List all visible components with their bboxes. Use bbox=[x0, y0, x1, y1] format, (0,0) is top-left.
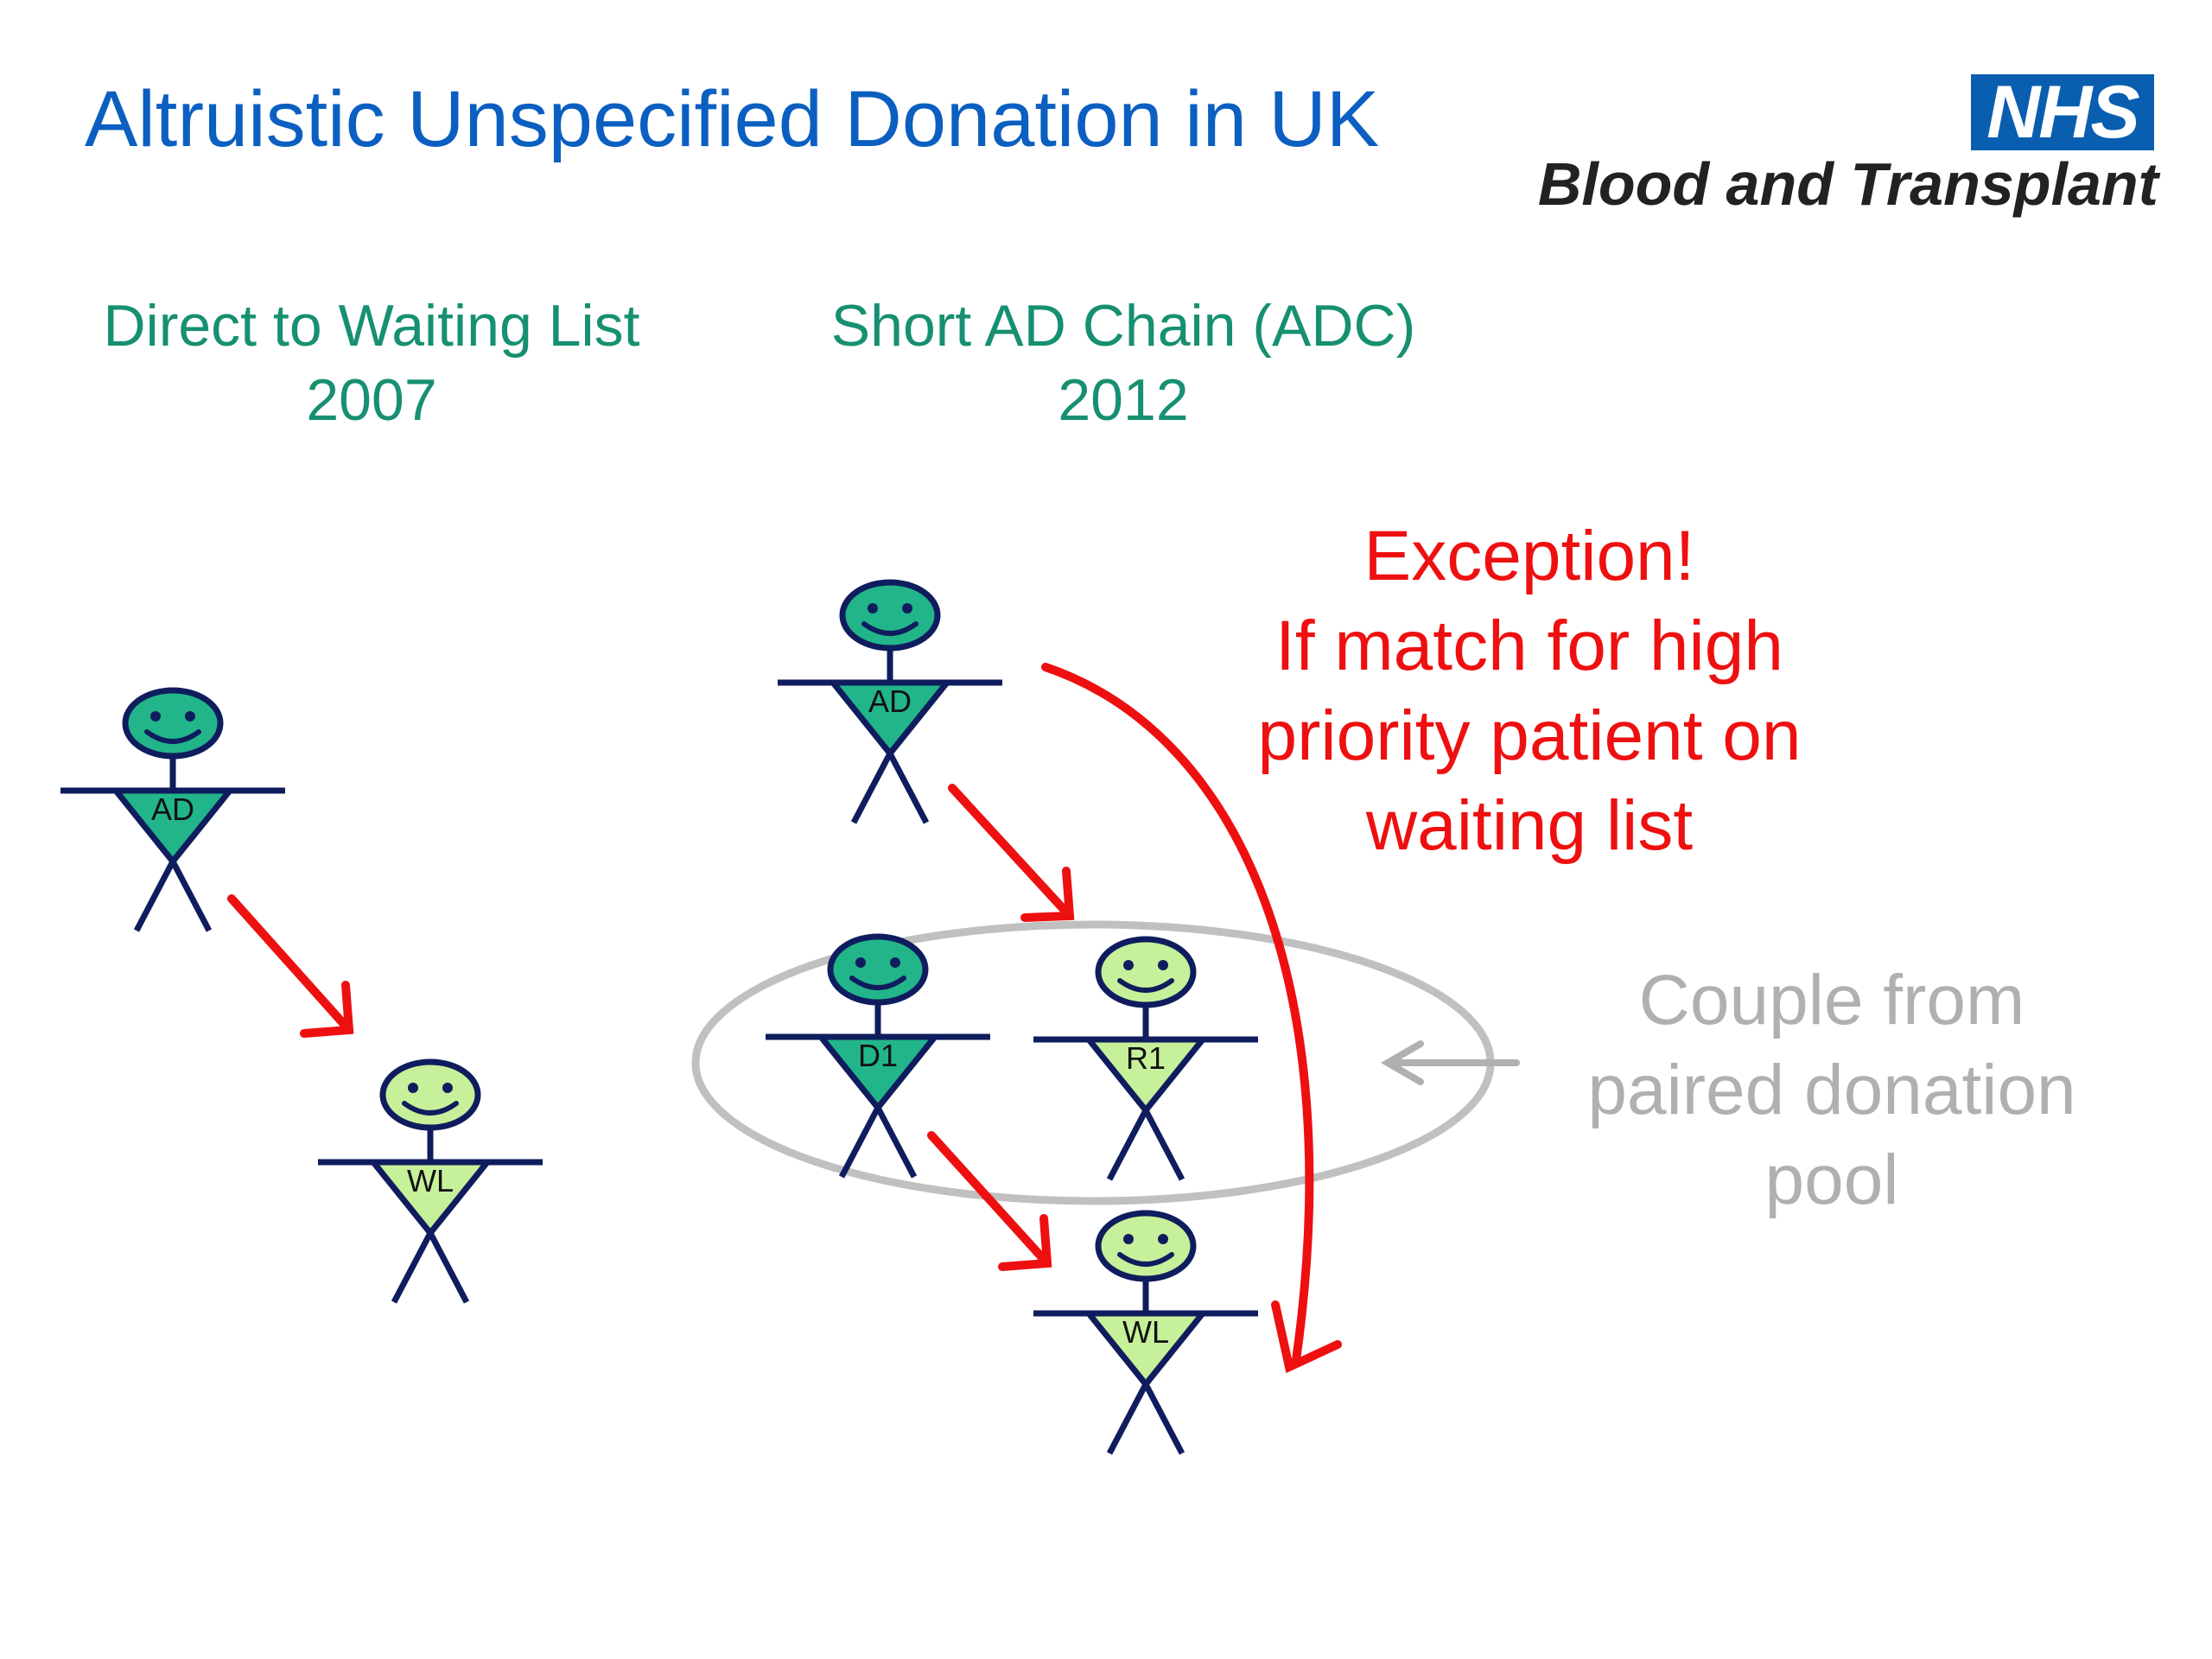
figure-label: WL bbox=[407, 1163, 454, 1198]
arrow-left-donor-to-waiting-list bbox=[227, 894, 354, 1038]
stick-figure-left-recipient: WL bbox=[318, 1058, 543, 1304]
section-heading: Short AD Chain (ADC) bbox=[830, 293, 1416, 359]
figure-leg bbox=[838, 1106, 881, 1179]
figure-head bbox=[122, 687, 224, 760]
pool-note-line: paired donation bbox=[1587, 1051, 2076, 1129]
section-year: 2007 bbox=[306, 367, 437, 433]
organisation-name: Blood and Transplant bbox=[1537, 150, 2158, 218]
section-short-ad-chain: Short AD Chain (ADC) 2012 bbox=[786, 289, 1460, 437]
figure-eye bbox=[1158, 960, 1168, 970]
figure-head bbox=[1095, 936, 1197, 1008]
exception-line: If match for high bbox=[1275, 607, 1783, 685]
exception-line: waiting list bbox=[1365, 786, 1694, 865]
figure-leg bbox=[169, 860, 213, 932]
figure-eye bbox=[1123, 960, 1134, 970]
figure-leg bbox=[133, 860, 176, 932]
figure-leg bbox=[1106, 1109, 1149, 1181]
page-title: Altruistic Unspecified Donation in UK bbox=[85, 75, 1380, 163]
pool-note-line: Couple from bbox=[1638, 961, 2025, 1039]
figure-leg bbox=[1106, 1382, 1149, 1455]
figure-eye bbox=[868, 603, 878, 613]
figure-leg bbox=[874, 1106, 918, 1179]
figure-leg bbox=[427, 1231, 470, 1304]
figure-eye bbox=[1123, 1234, 1134, 1244]
figure-head bbox=[827, 933, 929, 1006]
pool-note: Couple from paired donation pool bbox=[1538, 956, 2126, 1225]
figure-smile bbox=[861, 621, 918, 636]
figure-eye bbox=[150, 711, 161, 721]
figure-leg bbox=[1142, 1109, 1185, 1181]
figure-head bbox=[379, 1058, 481, 1131]
figure-label: WL bbox=[1122, 1314, 1169, 1350]
nhs-logo-badge: NHS bbox=[1971, 74, 2154, 150]
stick-figure-chain-recipient: WL bbox=[1033, 1210, 1258, 1455]
figure-leg bbox=[850, 752, 893, 824]
figure-eye bbox=[185, 711, 195, 721]
figure-smile bbox=[402, 1101, 459, 1116]
arrow-exception-bypass bbox=[1041, 663, 1342, 1374]
figure-label: R1 bbox=[1126, 1040, 1166, 1076]
figure-eye bbox=[855, 957, 866, 968]
figure-smile bbox=[144, 729, 201, 744]
figure-label: D1 bbox=[858, 1038, 898, 1073]
figure-leg bbox=[1142, 1382, 1185, 1455]
exception-line: Exception! bbox=[1363, 517, 1695, 595]
figure-head bbox=[1095, 1210, 1197, 1282]
figure-smile bbox=[849, 976, 906, 990]
arrow-pool-pointer bbox=[1381, 1040, 1520, 1085]
exception-line: priority patient on bbox=[1257, 696, 1802, 775]
figure-leg bbox=[887, 752, 930, 824]
figure-smile bbox=[1117, 1252, 1174, 1267]
section-direct-to-waiting-list: Direct to Waiting List 2007 bbox=[43, 289, 700, 437]
figure-eye bbox=[1158, 1234, 1168, 1244]
stick-figure-left-donor: AD bbox=[60, 687, 285, 932]
figure-eye bbox=[408, 1083, 418, 1093]
stick-figure-chain-donor: AD bbox=[778, 579, 1002, 824]
figure-leg bbox=[391, 1231, 434, 1304]
figure-head bbox=[839, 579, 941, 652]
arrow-pair-donor-to-waiting-list bbox=[927, 1131, 1052, 1271]
figure-eye bbox=[902, 603, 912, 613]
arrow-chain-donor-to-pair-recipient bbox=[948, 784, 1075, 922]
stick-figure-pair-donor: D1 bbox=[766, 933, 990, 1179]
pool-note-line: pool bbox=[1764, 1141, 1899, 1219]
figure-smile bbox=[1117, 978, 1174, 993]
figure-label: AD bbox=[151, 791, 194, 827]
figure-eye bbox=[442, 1083, 453, 1093]
figure-eye bbox=[890, 957, 900, 968]
stick-figure-pair-recipient: R1 bbox=[1033, 936, 1258, 1181]
figure-label: AD bbox=[868, 683, 912, 719]
exception-note: Exception! If match for high priority pa… bbox=[1175, 512, 1884, 871]
paired-pool-ellipse bbox=[691, 920, 1495, 1205]
section-year: 2012 bbox=[1058, 367, 1189, 433]
section-heading: Direct to Waiting List bbox=[103, 293, 640, 359]
